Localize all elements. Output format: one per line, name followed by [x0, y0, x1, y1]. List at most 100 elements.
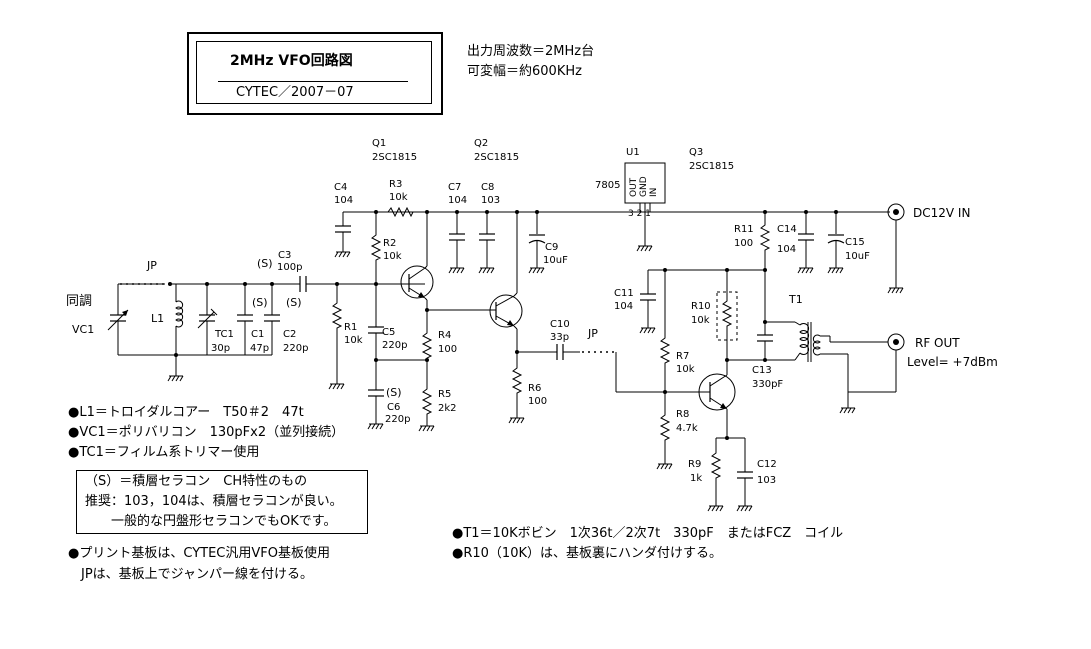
- label-r10-val: 10k: [691, 315, 710, 326]
- label-c9-val: 10uF: [543, 255, 568, 266]
- label-c2-val: 220p: [283, 343, 308, 354]
- ground-symbol: [478, 261, 495, 274]
- c3-capacitor: [299, 275, 307, 293]
- label-q1-part: 2SC1815: [372, 152, 417, 163]
- label-r11-val: 100: [734, 238, 753, 249]
- ground-symbol: [639, 321, 656, 334]
- ground-symbol: [528, 261, 545, 274]
- label-r5: R5: [438, 389, 451, 400]
- c10-capacitor: [556, 343, 564, 361]
- label-dc-in: DC12V IN: [913, 206, 970, 220]
- label-r7: R7: [676, 351, 689, 362]
- label-s1: (S): [252, 296, 268, 309]
- title-rule: [218, 81, 408, 82]
- spec-tuning-range: 可変幅＝約600KHz: [467, 64, 582, 79]
- ground-symbol: [827, 261, 844, 274]
- diagram-title: 2MHz VFO回路図: [230, 53, 353, 69]
- r2-resistor: [371, 231, 381, 263]
- label-r7-val: 10k: [676, 364, 695, 375]
- c4-capacitor: [334, 225, 352, 233]
- l1-inductor: [175, 300, 184, 328]
- label-tc1-val: 30p: [211, 343, 230, 354]
- label-c12: C12: [757, 459, 777, 470]
- note-vc1: ●VC1＝ポリバリコン 130pFx2（並列接続）: [68, 425, 345, 440]
- r5-resistor: [422, 385, 432, 417]
- label-u1-pin-numbers: 3 2 1: [628, 209, 651, 219]
- r9-resistor: [711, 449, 721, 481]
- label-c15: C15: [845, 237, 865, 248]
- label-c5: C5: [382, 327, 395, 338]
- q2-transistor: [489, 294, 523, 328]
- label-t1: T1: [788, 293, 803, 306]
- note-t1: ●T1＝10Kボビン 1次36t／2次7t 330pF またはFCZ コイル: [452, 526, 844, 541]
- label-c14-val: 104: [777, 244, 796, 255]
- label-u1-pin-gnd: GND: [639, 176, 649, 197]
- label-r4-val: 100: [438, 344, 457, 355]
- q3-transistor: [698, 373, 736, 411]
- label-s2: (S): [286, 296, 302, 309]
- r4-resistor: [422, 329, 432, 361]
- ground-symbol: [367, 417, 384, 430]
- ground-symbol: [418, 419, 435, 432]
- label-u1-part: 7805: [595, 180, 620, 191]
- label-rf-out: RF OUT: [915, 336, 960, 350]
- c2-capacitor: [263, 314, 281, 322]
- r7-resistor: [660, 334, 670, 366]
- ground-symbol: [328, 377, 345, 390]
- ground-symbol: [797, 261, 814, 274]
- label-r2: R2: [383, 238, 396, 249]
- c9-electrolytic: [528, 239, 546, 244]
- label-l1: L1: [151, 312, 164, 325]
- label-c7-val: 104: [448, 195, 467, 206]
- label-s4: (S): [386, 386, 402, 399]
- c14-capacitor: [797, 233, 815, 241]
- label-c5-val: 220p: [382, 340, 407, 351]
- label-c3: C3: [278, 250, 291, 261]
- ground-symbol: [334, 245, 351, 258]
- label-level: Level= +7dBm: [907, 355, 998, 369]
- c12-capacitor: [736, 471, 754, 479]
- label-c11: C11: [614, 288, 634, 299]
- ground-symbol: [508, 411, 525, 424]
- r3-resistor: [376, 206, 427, 218]
- label-r1: R1: [344, 322, 357, 333]
- ground-symbol: [736, 499, 753, 512]
- label-r8-val: 4.7k: [676, 423, 698, 434]
- tc1-trimmer: [198, 314, 216, 322]
- label-s3: (S): [257, 257, 273, 270]
- diagram-subtitle: CYTEC／2007－07: [236, 85, 354, 100]
- note-jumper: JPは、基板上でジャンパー線を付ける。: [68, 567, 314, 582]
- label-c13: C13: [752, 365, 772, 376]
- c15-electrolytic: [827, 239, 845, 244]
- label-r9: R9: [688, 459, 701, 470]
- note-pcb: ●プリント基板は、CYTEC汎用VFO基板使用: [68, 546, 330, 561]
- label-c6-val: 220p: [385, 414, 410, 425]
- r11-resistor: [760, 221, 770, 253]
- label-q3-part: 2SC1815: [689, 161, 734, 172]
- label-c10: C10: [550, 319, 570, 330]
- label-u1: U1: [626, 147, 640, 158]
- note-box-line1: （S）＝積層セラコン CH特性のもの: [85, 474, 308, 489]
- label-c14: C14: [777, 224, 797, 235]
- note-tc1: ●TC1＝フィルム系トリマー使用: [68, 445, 260, 460]
- label-jp1: JP: [146, 259, 157, 272]
- label-c6: C6: [387, 402, 400, 413]
- r1-resistor: [332, 299, 342, 331]
- ground-symbol: [839, 401, 856, 414]
- title-box-outer: [187, 32, 443, 115]
- c1-capacitor: [236, 314, 254, 322]
- label-r3: R3: [389, 179, 402, 190]
- label-c11-val: 104: [614, 301, 633, 312]
- label-c10-val: 33p: [550, 332, 569, 343]
- label-c3-val: 100p: [277, 262, 302, 273]
- ground-symbol: [448, 261, 465, 274]
- r8-resistor: [660, 411, 670, 443]
- label-c1-val: 47p: [250, 343, 269, 354]
- note-box-frame: [76, 470, 368, 534]
- label-q3: Q3: [689, 147, 703, 158]
- label-r6: R6: [528, 383, 541, 394]
- label-c8: C8: [481, 182, 494, 193]
- ground-symbol: [167, 369, 184, 382]
- c8-capacitor: [478, 233, 496, 241]
- label-q2: Q2: [474, 138, 488, 149]
